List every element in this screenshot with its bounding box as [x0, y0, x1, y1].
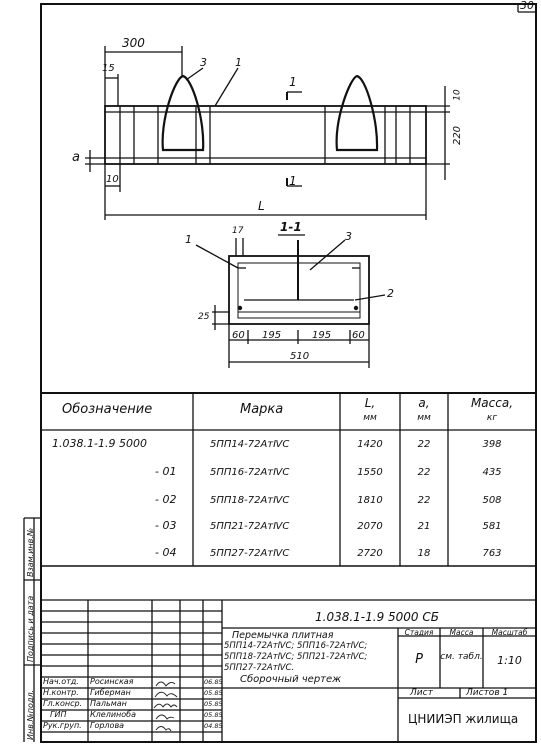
row-a: 22 [417, 439, 431, 450]
row-mass: 435 [482, 467, 502, 478]
staff-date: 06.85 [204, 678, 223, 686]
row-mark: 5ПП27-72АтⅣС [210, 548, 290, 559]
doc-code: 1.038.1-1.9 5000 СБ [315, 610, 439, 624]
header-a-unit: мм [417, 413, 431, 423]
staff-role: Н.контр. [43, 688, 79, 697]
row-mass: 508 [482, 495, 502, 506]
section-dim-510: 510 [290, 351, 310, 362]
cut-mark-bottom: 1 [289, 174, 297, 188]
staff-name: Гиберман [90, 688, 131, 697]
staff-role: Рук.груп. [43, 721, 82, 730]
stage-value: Р [415, 652, 423, 667]
organization: ЦНИИЭП жилища [408, 712, 519, 726]
cut-mark-top: 1 [289, 75, 297, 89]
row-designation: 1.038.1-1.9 5000 [52, 437, 147, 450]
section-callout-2: 2 [387, 287, 394, 300]
row-mark: 5ПП14-72АтⅣС [210, 439, 290, 450]
section-dim-25: 25 [198, 312, 210, 322]
row-a: 18 [417, 548, 431, 559]
row-L: 1420 [357, 439, 383, 450]
sheets-label: Листов 1 [466, 688, 509, 698]
description-line-3: 5ПП18-72АтⅣС; 5ПП21-72АтⅣС; [224, 652, 368, 662]
header-L: L, [364, 396, 376, 410]
page-corner-number: 30 [520, 0, 534, 12]
row-designation: - 03 [155, 519, 177, 532]
staff-name: Росинская [90, 677, 134, 686]
staff-date: 05.85 [204, 700, 223, 708]
staff-role: ГИП [50, 710, 67, 719]
sheet-label: Лист [410, 688, 433, 698]
header-mass-unit: кг [486, 413, 498, 423]
header-designation: Обозначение [62, 402, 153, 417]
row-L: 2720 [357, 548, 383, 559]
row-mark: 5ПП16-72АтⅣС [210, 467, 290, 478]
description-line-1: Перемычка плитная [232, 630, 334, 641]
row-designation: - 01 [155, 465, 177, 478]
section-dim-17: 17 [232, 226, 244, 236]
staff-role: Гл.конср. [43, 699, 83, 708]
staff-name: Клелиноба [90, 710, 136, 719]
section-callout-1: 1 [185, 233, 192, 246]
dim-a: a [72, 150, 80, 165]
section-callout-3: 3 [345, 230, 352, 243]
header-L-unit: мм [363, 413, 377, 423]
staff-name: Горлова [90, 721, 125, 730]
row-L: 2070 [357, 521, 383, 532]
dim-L: L [258, 199, 265, 213]
row-mass: 581 [482, 521, 502, 532]
row-mark: 5ПП21-72АтⅣС [210, 521, 290, 532]
row-a: 21 [417, 521, 431, 532]
stage-label: Стадия [404, 628, 434, 637]
row-a: 22 [417, 467, 431, 478]
section-dim-195b: 195 [312, 330, 332, 341]
mass-label: Масса [449, 628, 474, 637]
mass-value: см. табл. [440, 652, 483, 662]
callout-3-beam: 3 [200, 56, 207, 69]
staff-role: Нач.отд. [43, 677, 79, 686]
section-dim-60a: 60 [232, 330, 245, 341]
description-line-2: 5ПП14-72АтⅣС; 5ПП16-72АтⅣС; [224, 641, 368, 651]
row-mass: 763 [482, 548, 502, 559]
section-dim-195a: 195 [262, 330, 282, 341]
row-mass: 398 [482, 439, 502, 450]
staff-name: Пальман [90, 699, 127, 708]
callout-1-beam: 1 [235, 56, 242, 69]
row-L: 1550 [357, 467, 383, 478]
section-title: 1-1 [280, 220, 302, 234]
staff-date: 04.85 [204, 722, 223, 730]
row-a: 22 [417, 495, 431, 506]
description-line-5: Сборочный чертеж [240, 674, 342, 685]
row-designation: - 02 [155, 493, 177, 506]
staff-date: 05.85 [204, 689, 223, 697]
row-designation: - 04 [155, 546, 177, 559]
scale-label: Масштаб [491, 628, 528, 637]
row-L: 1810 [357, 495, 383, 506]
scale-value: 1:10 [497, 654, 522, 667]
dim-300: 300 [122, 36, 145, 50]
staff-date: 05.85 [204, 711, 223, 719]
header-mass: Масса, [470, 396, 514, 410]
section-dim-60b: 60 [352, 330, 365, 341]
header-mark: Марка [240, 402, 284, 417]
dim-15: 15 [102, 63, 115, 74]
row-mark: 5ПП18-72АтⅣС [210, 495, 290, 506]
description-line-4: 5ПП27-72АтⅣС. [224, 663, 295, 673]
dim-10-left: 10 [106, 174, 119, 185]
header-a: a, [418, 396, 430, 410]
